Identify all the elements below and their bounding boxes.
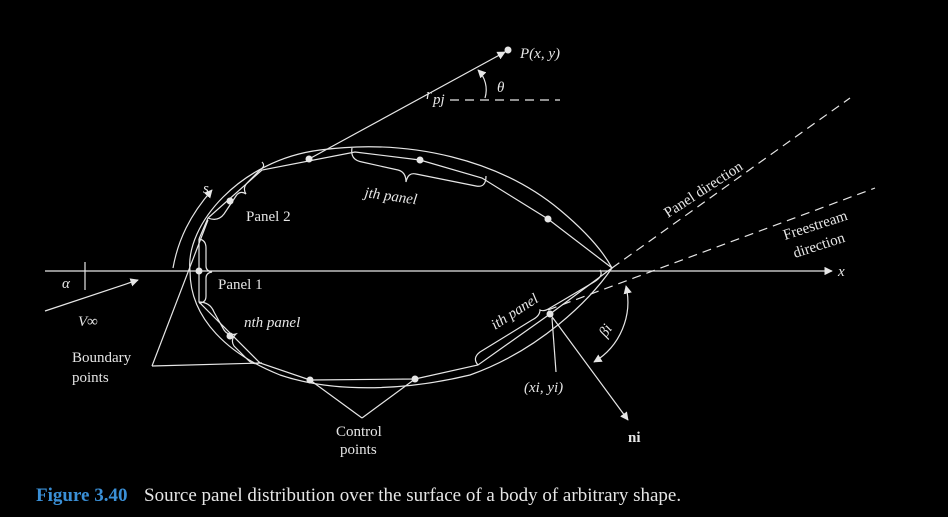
xi-yi-leader [551, 317, 557, 373]
theta-label: θ [497, 80, 505, 96]
ith-panel-label: ith panel [488, 291, 541, 333]
control-point [416, 156, 424, 164]
panel-polygon [198, 151, 613, 381]
v-inf-arrow [44, 278, 139, 312]
beta-i-label: βi [596, 322, 616, 342]
xi-yi-label: (xi, yi) [524, 380, 563, 396]
x-axis-label: x [837, 264, 845, 280]
r-pj-subscript: pj [432, 92, 445, 108]
panel-2-brace [207, 161, 265, 220]
nth-panel-brace [198, 301, 261, 365]
point-p-label: P(x, y) [519, 46, 560, 62]
control-points-label-1: Control [336, 424, 382, 440]
v-inf-label: V∞ [78, 314, 98, 330]
panel-direction-label: Panel direction [661, 158, 746, 221]
point-p [504, 46, 512, 54]
freestream-direction-line [547, 187, 876, 311]
r-pj-label: r [426, 87, 432, 103]
s-arc [172, 189, 213, 269]
boundary-points-label-1: Boundary [72, 350, 132, 366]
panel-direction-line [611, 97, 851, 269]
boundary-points-label-2: points [72, 370, 109, 386]
panel-1-label: Panel 1 [218, 277, 263, 293]
boundary-leader-1 [151, 219, 209, 367]
figure-number: Figure 3.40 [36, 485, 127, 506]
control-leader-1 [309, 379, 363, 419]
boundary-leader-2 [151, 362, 263, 367]
control-point [544, 215, 552, 223]
control-leader-2 [361, 378, 416, 419]
jth-panel-brace [351, 147, 487, 187]
figure-caption: Source panel distribution over the surfa… [144, 485, 681, 506]
s-label: s [203, 181, 209, 197]
panel-1-brace [198, 238, 213, 304]
control-points-label-2: points [340, 442, 377, 458]
panel-2-label: Panel 2 [246, 209, 291, 225]
nth-panel-label: nth panel [244, 315, 300, 331]
alpha-label: α [62, 276, 71, 292]
beta-i-arc [593, 285, 632, 363]
ith-panel-brace [474, 269, 602, 366]
theta-arc [477, 69, 487, 99]
r-pj-line [308, 51, 506, 160]
jth-panel-label: jth panel [361, 185, 418, 208]
ni-label: ni [628, 430, 641, 446]
normal-vector-ni [549, 313, 629, 421]
body-outline [189, 146, 613, 389]
